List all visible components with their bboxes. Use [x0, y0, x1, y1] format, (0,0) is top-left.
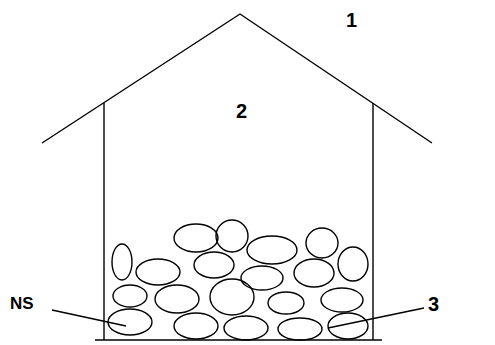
wall-line: [103, 103, 104, 340]
callout-number: 2: [236, 101, 247, 121]
part-label: NS: [10, 295, 34, 312]
leader-line: [52, 310, 126, 326]
callout-number: 3: [428, 294, 439, 314]
callout-number: 1: [346, 10, 357, 30]
stone-pile: [108, 220, 368, 340]
leader-line: [328, 308, 424, 328]
wall-line: [372, 103, 373, 340]
